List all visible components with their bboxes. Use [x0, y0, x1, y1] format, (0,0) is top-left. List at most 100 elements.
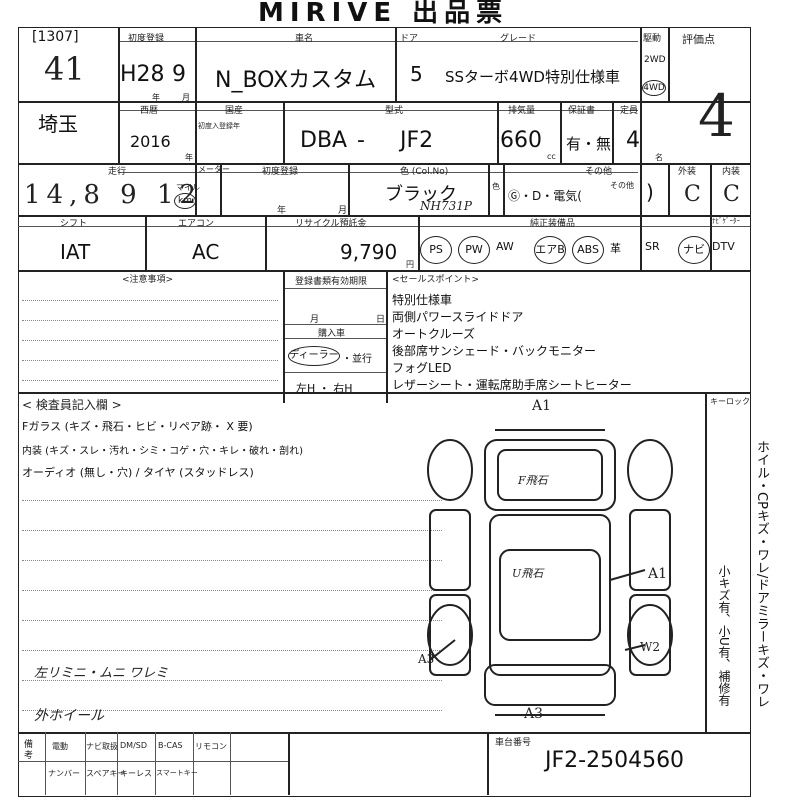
type-prefix: DBA: [300, 128, 348, 153]
capacity-unit: 名: [655, 153, 663, 162]
damage-mark-a1-top: A1: [532, 398, 552, 414]
fuel-close: ): [646, 180, 654, 204]
meter-label: メーター: [198, 165, 230, 174]
interior-label: 内装: [722, 167, 741, 177]
bottom-top-0: 電動: [52, 742, 68, 751]
aircon-value: AC: [192, 240, 220, 264]
side-note-2: 小キズ有、小U有、補修有: [717, 565, 731, 706]
bottom-bottom-1: スペアキー: [86, 769, 126, 778]
car-damage-diagram: [427, 429, 673, 716]
first-reg-label: 初度登録: [128, 34, 165, 44]
handwritten-note-1: 左リミニ・ムニ ワレミ: [34, 666, 169, 681]
parallel-option: ・並行: [342, 354, 372, 365]
interior-grade: C: [723, 182, 740, 207]
nav-label: ﾅﾋﾞｹﾞｰﾀｰ: [712, 217, 740, 225]
capacity-value: 4: [626, 128, 640, 153]
lot-number: [1307]: [32, 29, 79, 45]
exterior-grade: C: [684, 182, 701, 207]
era-year: H28: [120, 62, 165, 87]
notes-label: <注意事項>: [122, 275, 174, 285]
displacement-value: 660: [500, 128, 542, 153]
equipment-2: AW: [496, 240, 514, 253]
sale-point-3: 後部席サンシェード・バックモニター: [392, 344, 597, 358]
equipment-1: PW: [458, 236, 490, 264]
western-year-label: 西暦: [140, 106, 159, 116]
grade-score: 41: [44, 50, 85, 88]
bottom-top-1: ナビ取扱: [86, 742, 118, 751]
reg-day-label: 日: [376, 315, 386, 325]
recycle-value: 9,790: [340, 240, 398, 264]
fuel-label: その他: [585, 167, 613, 177]
handwritten-note-2: 外ホイール: [34, 708, 104, 724]
color-value: ブラック: [385, 184, 457, 205]
grade-label: グレード: [500, 34, 537, 44]
type-dash: -: [357, 128, 365, 153]
side-note-1: ホイル・CPキズ・ワレ/ドアミラーキズ・ワレ: [754, 440, 769, 709]
other-label: その他: [610, 181, 634, 190]
region: 埼玉: [38, 112, 78, 136]
equipment-8: DTV: [712, 240, 735, 253]
inspector-note-0: Fガラス (キズ・飛石・ヒビ・リペア跡・ X 要): [22, 420, 253, 433]
import-sub-label: 初度入登録年: [198, 122, 240, 130]
sale-point-1: 両側パワースライドドア: [392, 310, 524, 324]
bottom-bottom-0: ナンバー: [48, 769, 80, 778]
chassis-number: JF2-2504560: [545, 748, 685, 773]
inspector-note-2: オーディオ (無し・穴) / タイヤ (スタッドレス): [22, 466, 254, 479]
bottom-top-3: B-CAS: [158, 741, 183, 750]
damage-mark-w2: W2: [640, 640, 660, 654]
equipment-7: ナビ: [678, 236, 710, 264]
inspector-note-1: 内装 (キズ・スレ・汚れ・シミ・コゲ・穴・キレ・破れ・剖れ): [22, 446, 303, 457]
month-label: 月: [182, 93, 190, 102]
color-number: NH731P: [420, 199, 472, 213]
exterior-label: 外装: [678, 167, 697, 177]
bottom-bottom-3: スマートキー: [156, 769, 198, 777]
aircon-label: エアコン: [178, 219, 215, 229]
equipment-0: PS: [420, 236, 452, 264]
purchase-label: 購入車: [318, 329, 346, 339]
equipment-3: エアB: [534, 236, 566, 264]
displacement-label: 排気量: [508, 106, 536, 116]
recycle-label: リサイクル預託金: [295, 219, 367, 229]
bottom-bottom-2: キーレス: [120, 769, 152, 778]
page-title: MIRIVE 出品票: [258, 0, 509, 28]
bottom-top-2: DM/SD: [120, 741, 147, 750]
bottom-top-4: リモコン: [195, 742, 227, 751]
shift-value: IAT: [60, 240, 91, 264]
grade-value: SSターボ4WD特別仕様車: [445, 68, 620, 86]
damage-mark-a1-side: A1: [648, 566, 668, 582]
capacity-label: 定員: [620, 106, 639, 116]
sale-point-0: 特別仕様車: [392, 293, 453, 307]
bottom-side-label: 備考: [24, 740, 34, 761]
steering-option: 左H ・ 右H: [296, 382, 353, 395]
dealer-option: ディーラー: [288, 346, 340, 366]
damage-rear-glass: U飛石: [512, 567, 544, 580]
rating-label: 評価点: [682, 33, 715, 46]
drive-2wd: 2WD: [644, 55, 666, 65]
equipment-6: SR: [645, 240, 660, 253]
inspection-value: 有・無: [566, 135, 612, 153]
door-label: ドア: [400, 34, 419, 44]
doors: 5: [410, 62, 423, 86]
km-unit: km: [174, 193, 196, 209]
mileage-value: 14,8 9 12: [24, 180, 203, 210]
type-code: JF2: [400, 128, 434, 153]
type-label: 型式: [385, 106, 404, 116]
damage-front-glass: F飛石: [518, 474, 548, 487]
color-small-label: 色: [492, 182, 500, 191]
import-year-label: 国産: [225, 106, 244, 116]
damage-mark-a3-bottom: A3: [524, 706, 544, 722]
year-value: 2016: [130, 132, 171, 151]
mo-label: 月: [338, 206, 348, 216]
damage-mark-a3-left: A3: [418, 652, 435, 666]
sheet-frame: [18, 27, 751, 797]
sale-point-5: レザーシート・運転席助手席シートヒーター: [392, 378, 632, 392]
equipment-5: 革: [610, 242, 621, 255]
first-reg-label-2: 初度登録: [262, 167, 299, 177]
drive-label: 駆動: [643, 34, 662, 44]
keylock-label: キーロック: [710, 397, 750, 406]
mile-unit: マイル: [176, 183, 200, 192]
cc-unit: cc: [547, 152, 556, 161]
equipment-4: ABS: [572, 236, 604, 264]
registration-label: 登録書類有効期限: [295, 277, 368, 287]
fuel-value: Ⓖ・D・電気(: [508, 189, 582, 203]
